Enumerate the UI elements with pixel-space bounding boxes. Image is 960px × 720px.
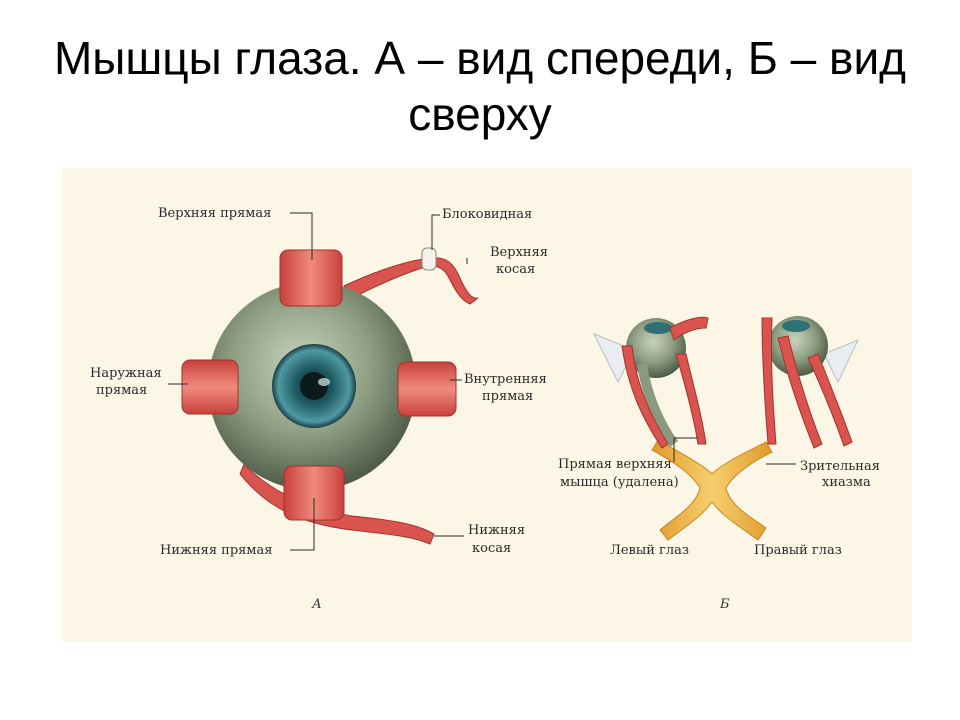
label-left-eye: Левый глаз — [610, 543, 689, 558]
top-view: Прямая верхняя мышца (удалена) Зрительна… — [558, 316, 880, 612]
lateral-rectus-muscle — [181, 359, 239, 415]
optic-chiasm — [651, 439, 773, 541]
right-eye — [761, 316, 860, 449]
label-right-eye: Правый глаз — [754, 543, 842, 558]
label-medial-rectus-2: прямая — [482, 389, 533, 404]
label-inferior-oblique-1: Нижняя — [468, 523, 525, 538]
pupil — [300, 372, 328, 400]
label-superior-rectus: Верхняя прямая — [158, 206, 271, 221]
label-superior-oblique-2: косая — [496, 262, 535, 277]
label-removed-1: Прямая верхняя — [558, 457, 672, 472]
left-eye — [592, 316, 709, 449]
label-removed-2: мышца (удалена) — [560, 475, 679, 490]
slide-title: Мышцы глаза. А – вид спереди, Б – вид св… — [53, 32, 906, 140]
label-lateral-rectus-2: прямая — [96, 383, 147, 398]
label-medial-rectus-1: Внутренняя — [464, 372, 547, 387]
label-chiasm-1: Зрительная — [800, 459, 880, 474]
superior-rectus-muscle — [279, 249, 343, 307]
view-b-letter: Б — [719, 597, 730, 612]
medial-rectus-muscle — [397, 361, 457, 417]
label-inferior-oblique-2: косая — [472, 541, 511, 556]
label-trochlea: Блоковидная — [442, 207, 532, 222]
eye-muscles-figure: Верхняя прямая Блоковидная Верхняя косая… — [62, 168, 912, 642]
trochlea — [421, 247, 437, 271]
view-a-letter: А — [311, 597, 322, 612]
figure-svg: Верхняя прямая Блоковидная Верхняя косая… — [90, 206, 880, 612]
label-superior-oblique-1: Верхняя — [490, 245, 548, 260]
label-lateral-rectus-1: Наружная — [90, 366, 162, 381]
front-view: Верхняя прямая Блоковидная Верхняя косая… — [90, 206, 548, 612]
label-chiasm-2: хиазма — [822, 475, 871, 490]
label-inferior-rectus: Нижняя прямая — [160, 543, 272, 558]
